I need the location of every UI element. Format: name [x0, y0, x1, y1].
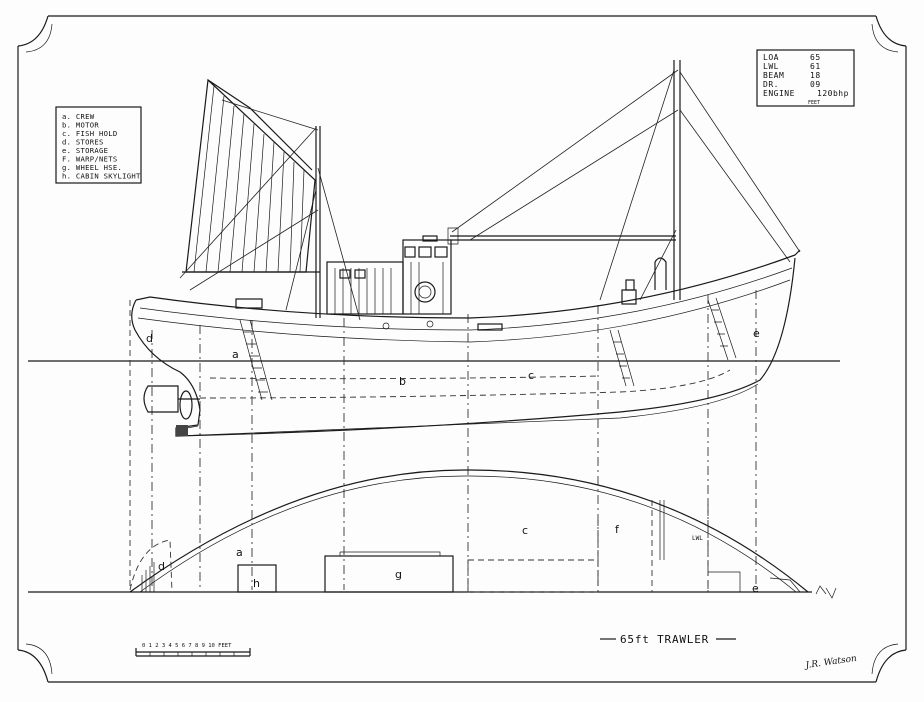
plan-view — [28, 469, 837, 599]
derrick-boom — [450, 235, 676, 241]
deck-outline — [129, 469, 809, 593]
scale-bar-label: 0 1 2 3 4 5 6 7 8 9 10 FEET — [142, 643, 232, 649]
spec-label: LWL — [763, 62, 779, 71]
label-g: g — [395, 568, 402, 581]
wheel-house-plan — [324, 555, 454, 593]
label-lwl: LWL — [692, 535, 703, 542]
key-item: g. WHEEL HSE. — [62, 163, 122, 172]
hull-outline — [131, 249, 801, 437]
spec-value: 120bhp — [817, 89, 849, 98]
spec-label: DR. — [763, 80, 779, 89]
fore-mast — [673, 60, 681, 300]
spec-label: LOA — [763, 53, 779, 62]
title-block: 65ft TRAWLER — [600, 633, 736, 646]
spec-value: 61 — [810, 62, 821, 71]
label-f: f — [615, 523, 620, 536]
elevation-labels: d a b c e — [146, 327, 760, 388]
specs-box: LOA 65 LWL 61 BEAM 18 DR. 09 ENGINE 120b… — [756, 49, 855, 107]
label-h: h — [253, 577, 260, 590]
label-d: d — [146, 332, 153, 345]
label-a: a — [232, 348, 239, 361]
key-item: e. STORAGE — [62, 146, 108, 155]
spec-label: ENGINE — [763, 89, 795, 98]
cabin-skylight-plan — [237, 564, 277, 593]
propeller-rudder — [143, 385, 200, 436]
scale-bar: 0 1 2 3 4 5 6 7 8 9 10 FEET — [135, 643, 251, 657]
plan-labels: d a h g c f LWL e — [158, 523, 759, 595]
label-e: e — [752, 582, 759, 595]
spec-value: 65 — [810, 53, 821, 62]
sheet-border — [17, 15, 907, 683]
drawing-title: 65ft TRAWLER — [620, 633, 709, 646]
key-item: h. CABIN SKYLIGHT — [62, 172, 141, 181]
spec-value: 18 — [810, 71, 821, 80]
spec-label: BEAM — [763, 71, 784, 80]
label-e: e — [753, 327, 760, 340]
label-c: c — [528, 369, 534, 382]
key-item: a. CREW — [62, 112, 95, 121]
rubbing-strake — [139, 267, 793, 331]
label-a: a — [236, 546, 243, 559]
spec-unit: FEET — [808, 100, 820, 106]
key-item: d. STORES — [62, 138, 104, 147]
key-box: a. CREW b. MOTOR c. FISH HOLD d. STORES … — [55, 106, 142, 184]
deckhouse — [326, 235, 452, 315]
label-c: c — [522, 524, 528, 537]
mizzen-mast — [315, 126, 321, 318]
spec-value: 09 — [810, 80, 821, 89]
mizzen-sail — [182, 78, 320, 273]
elevation-view — [28, 60, 840, 590]
key-item: c. FISH HOLD — [62, 129, 118, 138]
label-d: d — [158, 560, 165, 573]
key-item: F. WARP/NETS — [62, 155, 118, 164]
key-item: b. MOTOR — [62, 121, 99, 130]
label-b: b — [399, 375, 406, 388]
signature: J.R. Watson — [803, 654, 858, 671]
